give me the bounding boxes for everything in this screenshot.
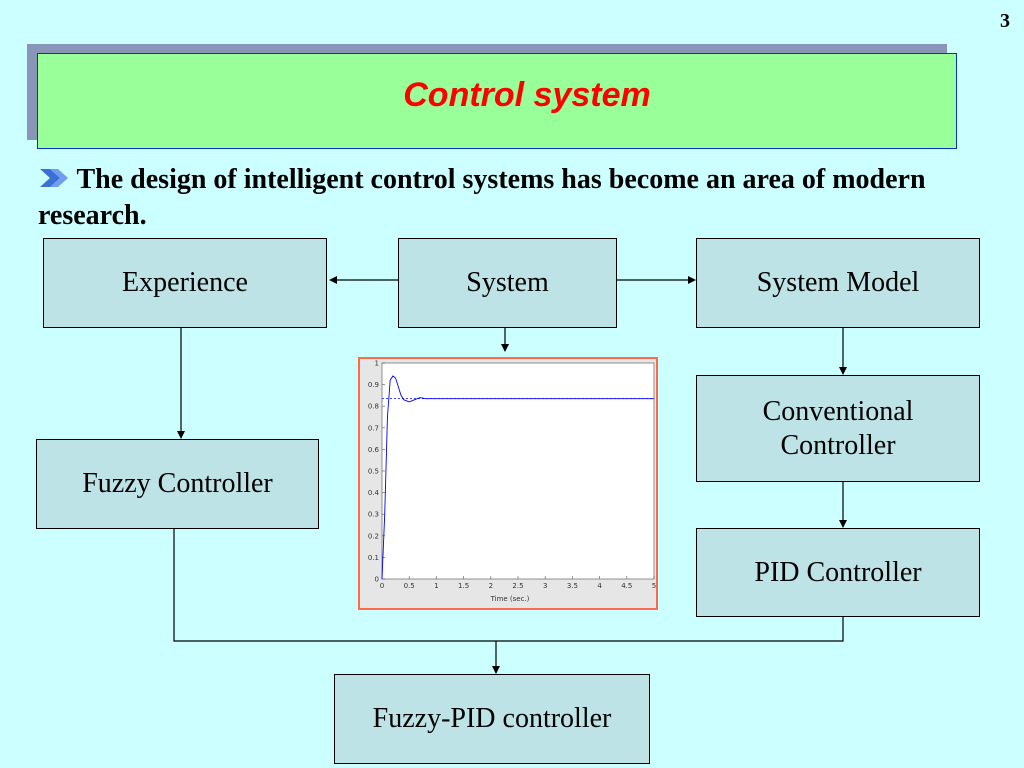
x-tick-label: 2 xyxy=(489,582,493,590)
conventional-controller-box: Conventional Controller xyxy=(696,375,980,482)
line-fuzzy-to-bus xyxy=(173,529,496,642)
page-number: 3 xyxy=(1000,10,1010,32)
x-tick-label: 3 xyxy=(543,582,547,590)
system-box: System xyxy=(398,238,617,328)
y-tick-label: 0.2 xyxy=(368,532,379,540)
x-tick-label: 3.5 xyxy=(567,582,578,590)
fuzzy-controller-box: Fuzzy Controller xyxy=(36,439,319,529)
x-tick-label: 1 xyxy=(434,582,438,590)
pid-controller-label: PID Controller xyxy=(754,556,922,588)
fuzzy-pid-label: Fuzzy-PID controller xyxy=(372,703,612,734)
experience-label: Experience xyxy=(122,267,248,298)
arrow-bullet-icon xyxy=(40,169,68,187)
system-label: System xyxy=(466,267,549,298)
fuzzy-controller-label: Fuzzy Controller xyxy=(82,468,273,499)
system-model-label: System Model xyxy=(756,267,920,298)
y-tick-label: 0.9 xyxy=(368,381,379,389)
y-tick-label: 0.8 xyxy=(368,403,379,411)
experience-box: Experience xyxy=(43,238,327,328)
y-tick-label: 0.6 xyxy=(368,446,380,454)
x-tick-label: 0 xyxy=(380,582,384,590)
line-pid-to-bus xyxy=(496,617,844,642)
step-response-plot: 0 0.5 1 1.5 2 2.5 3 3.5 4 4.5 5 0 0.1 0.2 0.3 0.4 0.5 0.6… xyxy=(358,357,658,610)
bullet-text: The design of intelligent control system… xyxy=(38,164,926,231)
x-tick-label: 1.5 xyxy=(458,582,469,590)
bullet-paragraph: The design of intelligent control system… xyxy=(38,162,958,234)
y-tick-label: 0.3 xyxy=(368,511,379,519)
conventional-label-line1: Conventional xyxy=(762,395,914,427)
x-tick-label: 5 xyxy=(652,582,656,590)
fuzzy-pid-controller-box: Fuzzy-PID controller xyxy=(334,674,650,764)
plot-area xyxy=(381,362,655,580)
y-tick-label: 0.7 xyxy=(368,424,379,432)
x-tick-label: 2.5 xyxy=(512,582,523,590)
x-tick-label: 4 xyxy=(597,582,602,590)
system-model-box: System Model xyxy=(696,238,980,328)
y-tick-label: 0.5 xyxy=(368,468,379,476)
step-response-svg: 0 0.5 1 1.5 2 2.5 3 3.5 4 4.5 5 0 0.1 0.2 0.3 0.4 0.5 0.6… xyxy=(368,360,656,604)
slide-title: Control system xyxy=(403,75,651,114)
title-box: Control system xyxy=(37,53,957,149)
x-tick-label: 4.5 xyxy=(621,582,632,590)
y-tick-label: 0.1 xyxy=(368,554,379,562)
conventional-label-line2: Controller xyxy=(780,429,896,461)
x-axis-label: Time (sec.) xyxy=(490,595,530,603)
y-tick-label: 0.4 xyxy=(368,489,380,497)
x-tick-label: 0.5 xyxy=(404,582,415,590)
y-tick-label: 1 xyxy=(375,360,379,368)
pid-controller-box: PID Controller xyxy=(696,528,980,617)
y-tick-label: 0 xyxy=(375,576,379,584)
